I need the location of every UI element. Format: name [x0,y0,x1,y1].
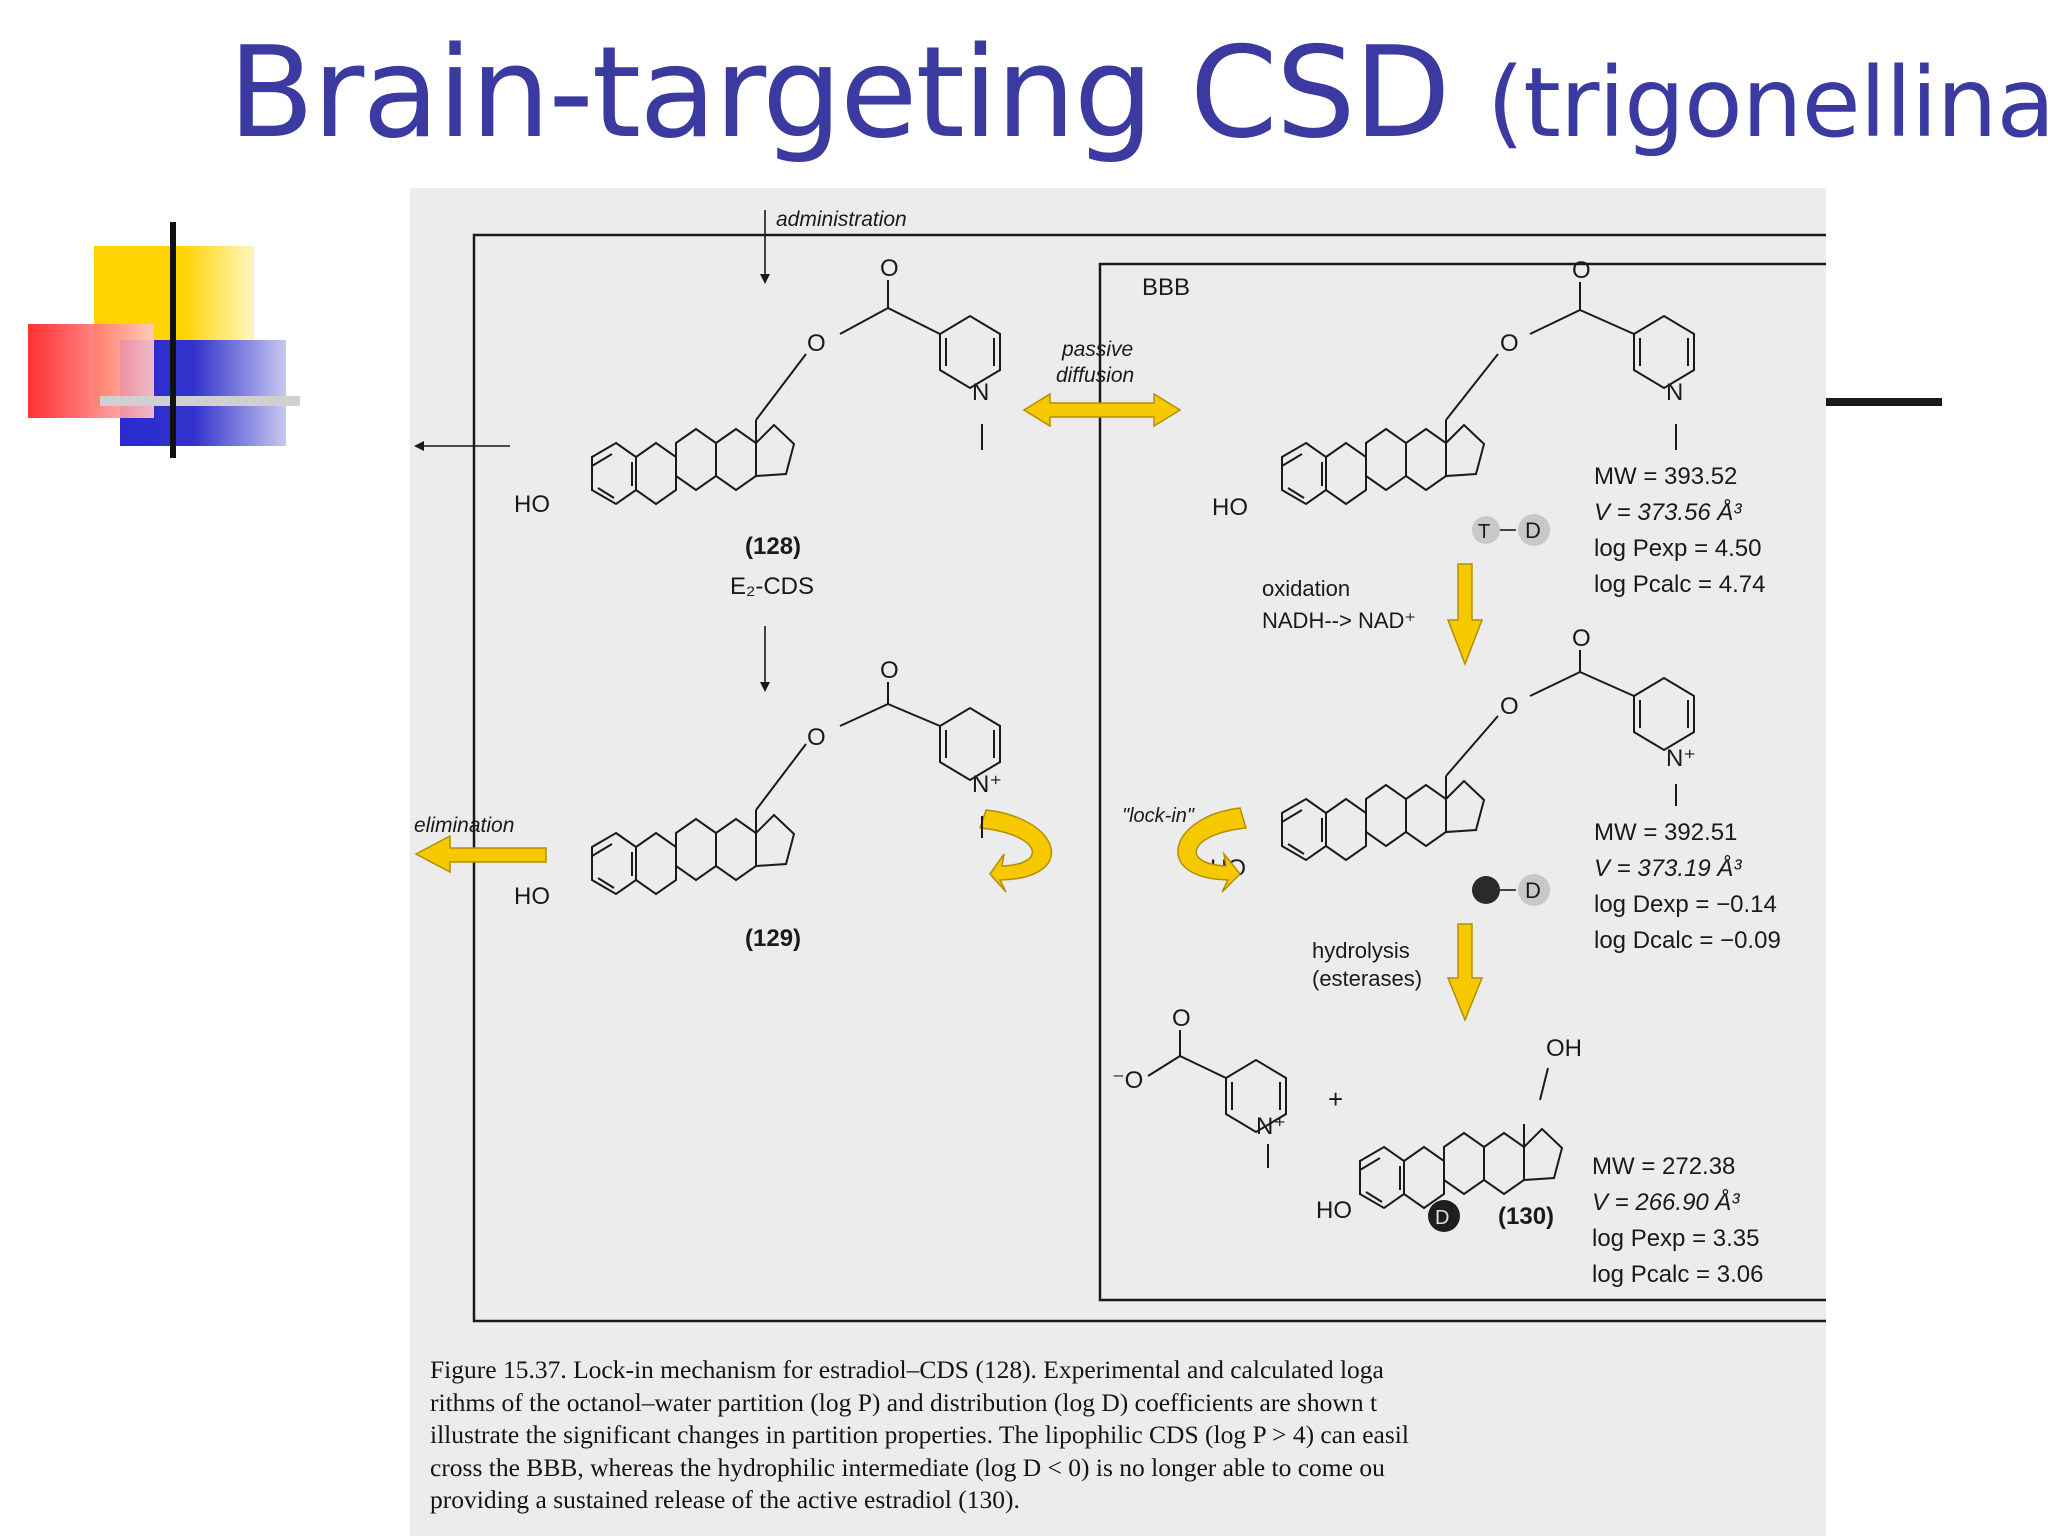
label-esterases: (esterases) [1312,966,1422,991]
figure-diagram: administration BBB O O N HO (128) E₂-CDS… [414,208,1826,1323]
prop-129-v: V = 373.19 Å³ [1594,854,1742,882]
prop-128-logp-exp: log Pexp = 4.50 [1594,535,1761,562]
prop-129-logd-exp: log Dexp = −0.14 [1594,891,1777,918]
atom-nplus-129: N⁺ [972,771,1002,798]
atom-ominus-trig: ⁻O [1112,1067,1143,1094]
atom-o-carbonyl-129-brain: O [1572,625,1591,652]
down-arrowhead-128 [760,682,770,692]
atom-nplus-129-brain: N⁺ [1666,745,1696,772]
caption-line-4: cross the BBB, whereas the hydrophilic i… [430,1452,1385,1482]
atom-n-brain: N [1666,379,1683,406]
title-main: Brain-targeting CSD [228,19,1451,166]
prop-130-v: V = 266.90 Å³ [1592,1188,1740,1216]
outer-frame [472,233,1826,1323]
caption-line-3: illustrate the significant changes in pa… [430,1420,1409,1449]
title-subtitle: (trigonellina) [1486,47,2048,159]
prop-128-mw: MW = 393.52 [1594,463,1737,490]
badge-d-129: D [1472,874,1550,906]
deco-vertical-line [170,222,176,458]
prop-129-mw: MW = 392.51 [1594,819,1737,846]
prop-128-v: V = 373.56 Å³ [1594,498,1742,526]
compound-129-id: (129) [745,925,801,952]
label-nadh: NADH--> NAD⁺ [1262,608,1416,633]
label-bbb: BBB [1142,274,1190,301]
prop-130-mw: MW = 272.38 [1592,1153,1735,1180]
left-outflow-arrowhead [414,441,424,451]
passive-diffusion-arrow [1022,392,1182,428]
atom-o-128: O [807,330,826,357]
label-hydrolysis: hydrolysis [1312,938,1410,963]
structure-128: O O N HO [514,255,1001,518]
atom-o-carbonyl-129: O [880,657,899,684]
elimination-arrow [414,834,547,874]
atom-o-carbonyl-128: O [880,255,899,282]
label-lockin: "lock-in" [1122,805,1195,827]
label-administration: administration [776,208,907,231]
lockin-arrow-right [1177,807,1247,893]
bbb-frame [1098,262,1826,1302]
atom-o-carbonyl-brain: O [1572,257,1591,284]
structure-129: O O N⁺ HO [514,657,1002,910]
slide-title: Brain-targeting CSD (trigonellina) [228,18,2048,178]
badge-d: D [1525,518,1541,543]
compound-128-name: E₂-CDS [730,573,814,600]
properties-130: MW = 272.38 V = 266.90 Å³ log Pexp = 3.3… [1592,1153,1763,1288]
prop-130-logp-exp: log Pexp = 3.35 [1592,1225,1759,1252]
label-elimination: elimination [414,814,514,837]
atom-o-129-brain: O [1500,693,1519,720]
admin-arrowhead [760,274,770,284]
label-passive: passive [1061,338,1133,361]
structure-128-brain: O O N HO [1212,257,1695,521]
atom-oh-130: OH [1546,1035,1582,1062]
atom-ho-128: HO [514,491,550,518]
badge-t: T [1478,521,1490,543]
prop-130-logp-calc: log Pcalc = 3.06 [1592,1261,1763,1288]
badge-t-d-128: T D [1472,514,1550,546]
right-rule [1826,398,1942,406]
properties-128: MW = 393.52 V = 373.56 Å³ log Pexp = 4.5… [1594,463,1765,598]
oxidation-arrow [1446,563,1484,667]
decorative-squares [28,222,300,458]
structure-130: OH HO [1316,1035,1582,1224]
structure-trigonelline: O ⁻O N⁺ [1112,1005,1287,1168]
atom-ho-129: HO [514,883,550,910]
compound-130-id: (130) [1498,1203,1554,1230]
atom-nplus-trig: N⁺ [1256,1113,1286,1140]
caption-line-1: Figure 15.37. Lock-in mechanism for estr… [430,1355,1384,1384]
lock-in-figure: administration BBB O O N HO (128) E₂-CDS… [410,188,1826,1536]
properties-129: MW = 392.51 V = 373.19 Å³ log Dexp = −0.… [1594,819,1781,954]
label-diffusion: diffusion [1056,364,1134,387]
atom-o-brain: O [1500,330,1519,357]
atom-o-carbonyl-trig: O [1172,1005,1191,1032]
caption-line-2: rithms of the octanol–water partition (l… [430,1387,1378,1417]
atom-ho-130: HO [1316,1197,1352,1224]
prop-129-logd-calc: log Dcalc = −0.09 [1594,927,1781,954]
caption-line-5: providing a sustained release of the act… [430,1485,1020,1514]
lockin-arrow-left [978,809,1053,893]
deco-gray-bar [100,396,300,406]
compound-128-id: (128) [745,533,801,560]
hydrolysis-arrow [1446,923,1484,1022]
atom-n-128: N [972,379,989,406]
badge-d-130-letter: D [1435,1207,1449,1229]
atom-ho-brain: HO [1212,494,1248,521]
badge-d-130: D [1428,1200,1460,1232]
label-oxidation: oxidation [1262,576,1350,601]
atom-o-129: O [807,724,826,751]
badge-d-129-letter: D [1525,878,1541,903]
figure-caption: Figure 15.37. Lock-in mechanism for estr… [430,1354,1826,1517]
prop-128-logp-calc: log Pcalc = 4.74 [1594,571,1765,598]
label-plus: + [1328,1084,1343,1114]
